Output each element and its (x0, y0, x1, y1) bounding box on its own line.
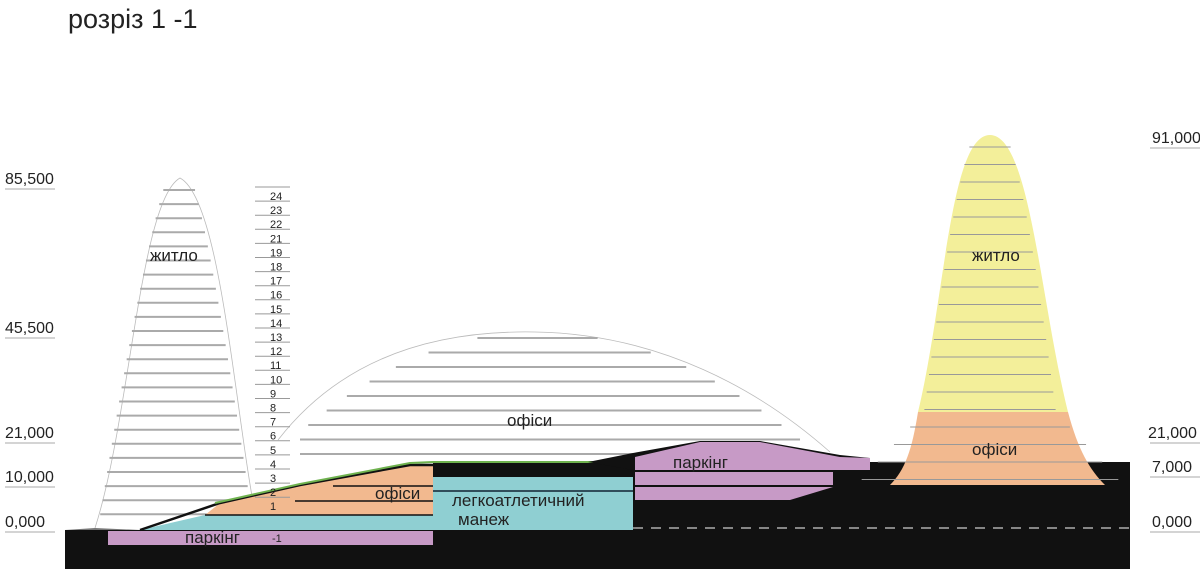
floor-number: 23 (270, 205, 282, 217)
level-label: 21,000 (5, 425, 54, 442)
dome-floor-lines (300, 337, 818, 455)
levels-left: 85,500 45,500 21,000 10,000 0,000 (5, 171, 55, 533)
floor-number: 8 (270, 403, 276, 415)
floor-number: 2 (270, 487, 276, 499)
floor-number: 10 (270, 374, 282, 386)
parking-left-label: паркінг (185, 528, 240, 547)
right-tower-top-label: житло (972, 246, 1020, 265)
level-label: 0,000 (5, 514, 45, 531)
dome-label: офіси (507, 411, 552, 430)
floor-number: 21 (270, 233, 282, 245)
right-tower-floor-lines (861, 146, 1119, 480)
level-label: 0,000 (1152, 514, 1192, 531)
athletics-hall (433, 477, 633, 530)
levels-right: 91,000 21,000 7,000 0,000 (1148, 130, 1200, 533)
offices-left (205, 465, 433, 515)
floor-number: 13 (270, 332, 282, 344)
parking-right-top (635, 442, 870, 470)
floor-number: 24 (270, 191, 282, 203)
parking-right-label: паркінг (673, 453, 728, 472)
drawing-title: розріз 1 -1 (68, 4, 198, 34)
floor-number: 5 (270, 445, 276, 457)
right-tower-residential (918, 135, 1068, 412)
floor-number: 1 (270, 501, 276, 513)
dome-outline (277, 331, 831, 453)
right-tower-bottom-label: офіси (972, 440, 1017, 459)
floor-number: 3 (270, 473, 276, 485)
floor-number: 22 (270, 219, 282, 231)
offices-left-label: офіси (375, 484, 420, 503)
level-label: 21,000 (1148, 425, 1197, 442)
right-tower-offices (890, 412, 1105, 485)
parking-right-level-3 (635, 487, 833, 500)
level-label: 91,000 (1152, 130, 1200, 147)
floor-number: 11 (270, 360, 281, 372)
floor-number: 12 (270, 346, 282, 358)
level-label: 10,000 (5, 469, 54, 486)
green-roof (214, 461, 600, 504)
floor-1-sport (140, 515, 433, 530)
floor-number: 4 (270, 459, 276, 471)
floor-number: -1 (272, 533, 282, 545)
floor-number: 15 (270, 304, 282, 316)
level-label: 85,500 (5, 171, 54, 188)
floor-number: 16 (270, 290, 282, 302)
parking-right-level-2 (635, 472, 833, 485)
level-label: 45,500 (5, 320, 54, 337)
floor-number: 14 (270, 318, 282, 330)
level-label: 7,000 (1152, 459, 1192, 476)
athletics-hall-label-2: манеж (458, 510, 510, 529)
floor-number: 6 (270, 431, 276, 443)
left-tower-outline (94, 177, 259, 529)
floor-number: 17 (270, 276, 282, 288)
floor-number: 19 (270, 247, 282, 259)
floor-number: 18 (270, 262, 282, 274)
athletics-hall-label-1: легкоатлетичний (452, 491, 584, 510)
ground-edge (65, 528, 140, 530)
left-tower-label: житло (150, 246, 198, 265)
floor-number: 7 (270, 417, 276, 429)
parking-left (108, 531, 433, 545)
floor-number: 9 (270, 388, 276, 400)
